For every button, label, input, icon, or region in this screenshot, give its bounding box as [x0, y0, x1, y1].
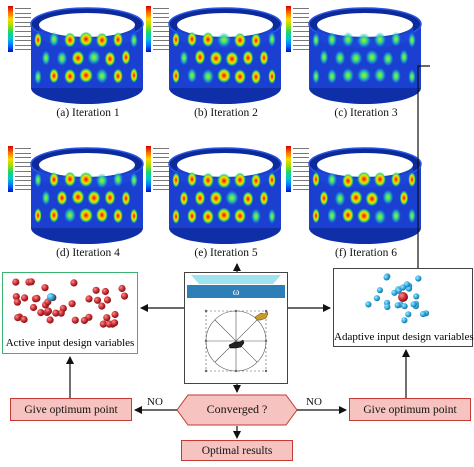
no-label-left: NO: [147, 396, 163, 408]
alpha-wolf-icon: [228, 339, 245, 349]
cylinder-iteration-1: [30, 7, 144, 104]
caption-iteration-6: (f) Iteration 6: [335, 247, 397, 259]
active-design-variables-label: Active input design variables: [5, 337, 135, 349]
adaptive-design-variables-box: Adaptive input design variables: [333, 268, 474, 347]
grey-wolf-icon: [254, 310, 269, 321]
caption-iteration-5: (e) Iteration 5: [194, 247, 258, 259]
color-legend: [146, 6, 172, 52]
caption-iteration-4: (d) Iteration 4: [56, 247, 120, 259]
optimization-schematic-panel: ω: [184, 272, 288, 384]
feedback-line-adaptive-to-iterations: [417, 65, 430, 268]
cylinder-iteration-3: [308, 7, 422, 104]
optimal-results-box: Optimal results: [181, 440, 293, 461]
adaptive-particle-cluster: [365, 273, 430, 324]
active-particle-cloud: [12, 278, 129, 328]
omega-band: [187, 285, 285, 298]
cylinder-iteration-6: [308, 147, 422, 244]
caption-iteration-1: (a) Iteration 1: [56, 107, 120, 119]
cylinder-iteration-2: [168, 7, 282, 104]
color-legend: [8, 6, 34, 52]
cylinder-iteration-4: [30, 147, 144, 244]
color-legend: [8, 146, 34, 192]
color-legend: [286, 146, 312, 192]
caption-iteration-3: (c) Iteration 3: [334, 107, 398, 119]
converged-label: Converged ?: [206, 402, 268, 416]
color-legend: [286, 6, 312, 52]
caption-iteration-2: (b) Iteration 2: [194, 107, 258, 119]
omega-band-top: [191, 275, 281, 284]
no-label-right: NO: [306, 396, 322, 408]
cylinder-iteration-5: [168, 147, 282, 244]
active-design-variables-box: Active input design variables: [2, 272, 138, 354]
adaptive-design-variables-label: Adaptive input design variables: [334, 331, 474, 343]
schematic-svg: ω: [187, 275, 285, 373]
color-legend: [146, 146, 172, 192]
left-give-optimum-point-box: Give optimum point: [10, 398, 132, 421]
omega-label: ω: [233, 287, 240, 298]
right-give-optimum-point-box: Give optimum point: [349, 398, 471, 421]
